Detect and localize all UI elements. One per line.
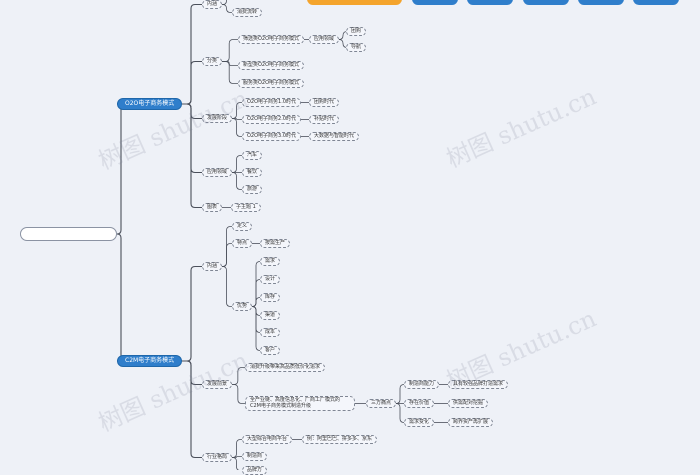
connector-line: [222, 266, 232, 307]
c2m-dingyi[interactable]: 定义: [232, 222, 253, 231]
o2o-yingyong[interactable]: 应用领域: [202, 168, 233, 177]
o2o-tuli[interactable]: 图表: [202, 203, 223, 212]
o2o-fenlei-item-1[interactable]: 筛选类O2O电子商务模式: [238, 35, 305, 44]
connector-line: [232, 384, 245, 404]
connector-line: [232, 456, 242, 458]
o2o-stage-1-era[interactable]: 团购时代: [309, 98, 340, 107]
top-tab-2[interactable]: [467, 0, 513, 5]
c2m-neirong[interactable]: 内涵: [202, 262, 223, 271]
o2o-stage-2-era[interactable]: 补贴时代: [309, 115, 340, 124]
branch-c2m[interactable]: C2M电子商务模式: [117, 355, 183, 367]
connector-line: [251, 306, 261, 351]
c2m-pain-1-detail[interactable]: 具有较强品牌打造需求: [448, 380, 509, 389]
connector-line: [395, 384, 405, 404]
o2o-tuli-item-1[interactable]: 子主题 1: [231, 203, 261, 212]
top-tab-5[interactable]: [633, 0, 679, 5]
connector-line: [222, 226, 232, 267]
connector-line: [182, 3, 202, 105]
top-tab-1[interactable]: [412, 0, 458, 5]
connector-line: [222, 243, 232, 267]
c2m-fazhan-item-2[interactable]: 全产业链、高度信息化、厂商工厂模式的C2M电子商务模式制造升级: [245, 396, 355, 411]
c2m-youshi-item-3[interactable]: 库存: [260, 293, 281, 302]
connector-line: [251, 297, 261, 307]
c2m-pain-2-detail[interactable]: 供需配对挖掘: [448, 399, 489, 408]
connector-line: [116, 233, 126, 362]
o2o-stage-3-era[interactable]: 大数据与智能时代: [309, 132, 360, 141]
connector-line: [182, 103, 202, 209]
c2m-youshi-item-6[interactable]: 客户: [260, 346, 281, 355]
o2o-fenlei-field-item-1[interactable]: 团购: [346, 27, 367, 36]
c2m-pain-2[interactable]: 存在价值: [404, 399, 435, 408]
top-tab-3[interactable]: [523, 0, 569, 5]
connector-line: [222, 0, 227, 5]
c2m-hangye[interactable]: 行业格局: [202, 453, 233, 462]
c2m-tedian[interactable]: 特点: [232, 239, 253, 248]
c2m-hangye-item-2[interactable]: 制造商: [242, 452, 268, 461]
c2m-tedian-item[interactable]: 按需生产: [260, 239, 291, 248]
o2o-yingyong-item-3[interactable]: 旅游: [242, 185, 263, 194]
connector-line: [395, 403, 405, 423]
o2o-neirong-item-2[interactable]: 消费流转: [232, 8, 263, 17]
o2o-stage-3[interactable]: O2O电子商务3.0时代: [242, 132, 302, 141]
c2m-youshi-item-5[interactable]: 成本: [260, 328, 281, 337]
connector-line: [232, 118, 242, 137]
connector-line: [222, 39, 238, 62]
o2o-fenlei-field[interactable]: 应用领域: [309, 35, 340, 44]
connector-line: [232, 367, 245, 385]
o2o-fenlei-item-3[interactable]: 服务类O2O电子商务模式: [238, 79, 305, 88]
c2m-pain-1[interactable]: 制造商能力: [404, 380, 440, 389]
branch-o2o[interactable]: O2O电子商务模式: [117, 98, 183, 110]
root-topic[interactable]: [20, 227, 117, 241]
top-tab-4[interactable]: [578, 0, 624, 5]
c2m-fazhan[interactable]: 发展前景: [202, 380, 233, 389]
connector-line: [232, 457, 240, 470]
c2m-hangye-item-3[interactable]: 品牌方: [242, 466, 268, 475]
connector-line: [338, 31, 348, 40]
o2o-fenlei-item-2[interactable]: 新型类O2O电子商务模式: [238, 61, 305, 70]
c2m-youshi-item-4[interactable]: 渠道: [260, 311, 281, 320]
o2o-neirong[interactable]: 内涵: [202, 0, 223, 9]
top-tab-orange[interactable]: [307, 0, 402, 5]
c2m-pain-3-detail[interactable]: 跨界资产再扩展: [448, 418, 494, 427]
connector-line: [222, 61, 238, 66]
connector-line: [222, 61, 238, 84]
connector-line: [222, 4, 232, 13]
c2m-hangye-platforms[interactable]: 例：阿里巴巴、拼多多、京东: [302, 435, 378, 444]
o2o-fenlei-field-item-2[interactable]: 导航: [346, 43, 367, 52]
c2m-hangye-item-1[interactable]: 大型综合电商平台: [242, 435, 293, 444]
o2o-yingyong-item-1[interactable]: 汽车: [242, 151, 263, 160]
c2m-youshi-item-2[interactable]: 设计: [260, 275, 281, 284]
o2o-yingyong-item-2[interactable]: 餐饮: [242, 168, 263, 177]
c2m-three-party[interactable]: 三方痛点: [366, 399, 397, 408]
o2o-stage-1[interactable]: O2O电子商务1.0时代: [242, 98, 302, 107]
connector-line: [182, 265, 202, 362]
o2o-stage-2[interactable]: O2O电子商务2.0时代: [242, 115, 302, 124]
c2m-youshi-item-1[interactable]: 需求: [260, 257, 281, 266]
connector-line: [338, 39, 348, 48]
c2m-youshi[interactable]: 优势: [232, 302, 253, 311]
connector-line: [182, 360, 202, 459]
o2o-fenlei[interactable]: 分类: [202, 57, 223, 66]
connector-line: [232, 439, 242, 458]
connector-line: [232, 118, 242, 120]
connector-line: [232, 172, 242, 190]
connector-line: [232, 155, 242, 173]
c2m-pain-3[interactable]: 需求变化: [404, 418, 435, 427]
o2o-fazhan[interactable]: 发展阶段: [202, 114, 233, 123]
c2m-fazhan-item-1[interactable]: 消费升级带来高品质低价化追求: [245, 363, 326, 372]
